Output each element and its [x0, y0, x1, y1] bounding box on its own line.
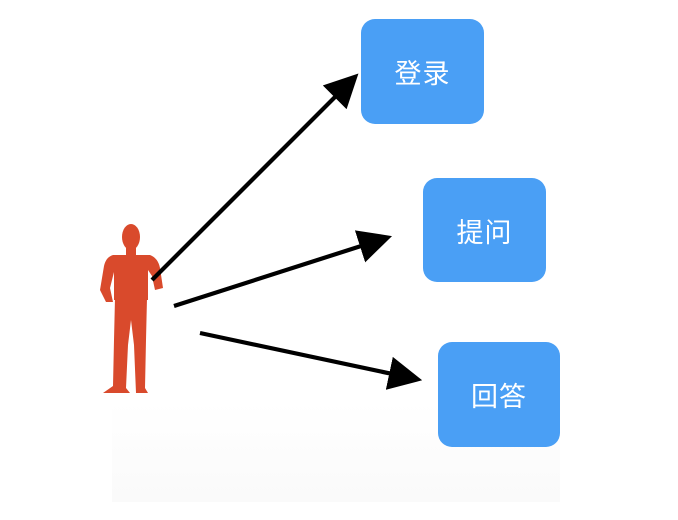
answer-label: 回答 — [471, 382, 527, 413]
login-label: 登录 — [394, 59, 451, 90]
login-box: 登录 — [361, 19, 484, 124]
answer-box: 回答 — [438, 342, 560, 447]
ask-question-label: 提问 — [456, 217, 513, 249]
arrow-to-login — [150, 73, 359, 282]
person-icon — [100, 224, 163, 393]
ask-question-box: 提问 — [423, 178, 546, 282]
arrow-to-ask — [173, 230, 392, 308]
arrow-to-answer — [199, 330, 423, 390]
